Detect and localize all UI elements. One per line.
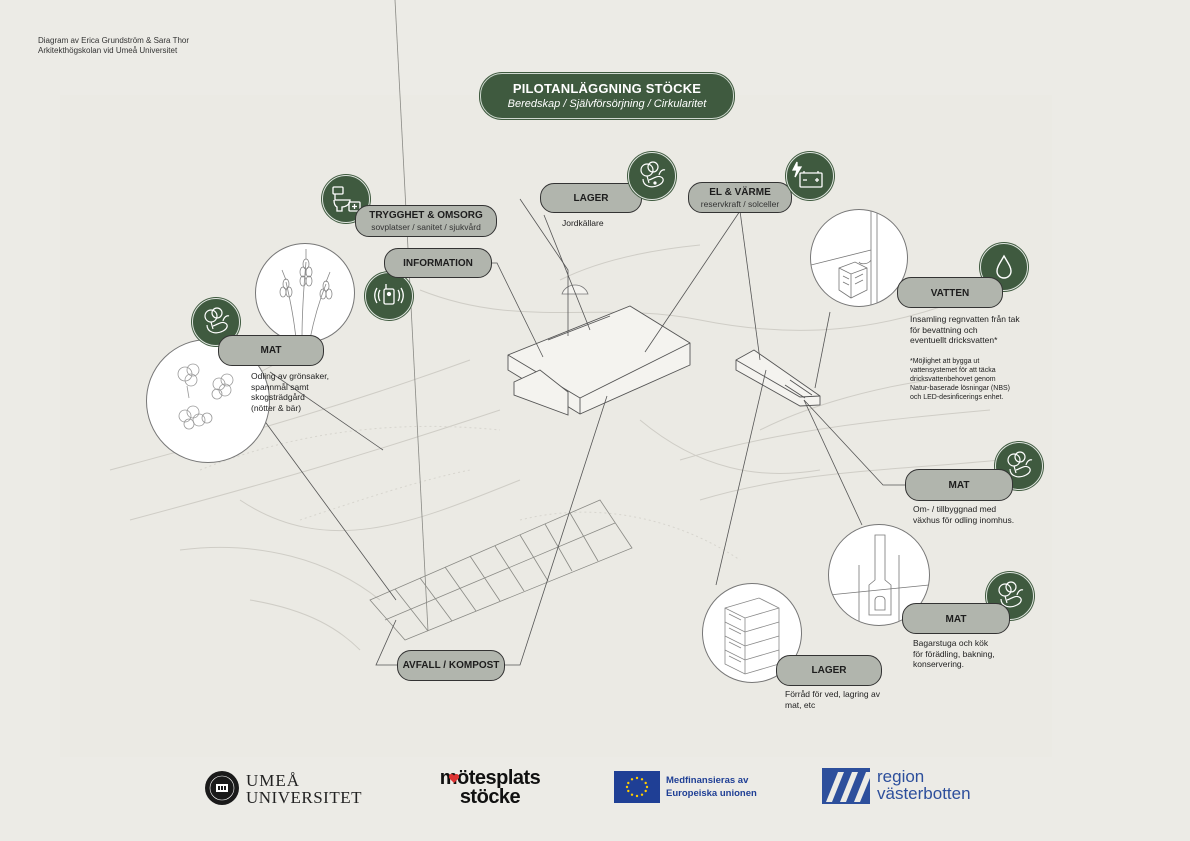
mat-right2-note-line: Bagarstuga och kök — [913, 638, 989, 648]
el-title: EL & VÄRME — [709, 187, 771, 198]
label-el-varme: EL & VÄRME reservkraft / solceller — [688, 182, 792, 213]
label-lager-top: LAGER — [540, 183, 642, 213]
lager-bottom-note-line: mat, etc — [785, 699, 816, 710]
mat-right1-note: Om- / tillbyggnad med växhus för odling … — [913, 504, 1014, 525]
diagram-title: PILOTANLÄGGNING STÖCKE Beredskap / Själv… — [480, 73, 734, 119]
vatten-title: VATTEN — [930, 288, 970, 299]
vatten-footnote-line: *Möjlighet att bygga ut — [910, 358, 980, 365]
label-information: INFORMATION — [384, 248, 492, 278]
vatten-footnote-line: vattensystemet för att täcka — [910, 367, 996, 374]
vatten-footnote: *Möjlighet att bygga ut vattensystemet f… — [910, 357, 1010, 402]
lager-bottom-note-line: Förråd för ved, lagring av — [785, 689, 880, 699]
mat-right1-note-line: Om- / tillbyggnad med — [913, 504, 997, 514]
umea-universitet-logo: UMEÅ UNIVERSITET — [204, 770, 374, 807]
mat-left-title: MAT — [260, 345, 282, 356]
umea-line1: UMEÅ — [246, 771, 301, 790]
region-line2: västerbotten — [877, 784, 971, 803]
mat-left-note-line: Odling av grönsaker, — [251, 371, 329, 381]
credit-line-2: Arkitekthögskolan vid Umeå Universitet — [38, 46, 178, 55]
rain-collector-illustration — [810, 209, 908, 307]
eu-line1: Medfinansieras av — [666, 775, 749, 786]
label-mat-right-2: MAT — [902, 603, 1010, 634]
mat-right2-note-line: konservering. — [913, 659, 965, 669]
motesplats-stocke-logo: mötesplats stöcke — [430, 768, 550, 808]
mat-right2-title: MAT — [945, 614, 967, 625]
label-vatten: VATTEN — [897, 277, 1003, 308]
vatten-note-line: för bevattning och — [910, 324, 978, 335]
heart-icon — [449, 774, 459, 783]
vegetables-icon — [628, 152, 676, 200]
mat-left-note-line: skogsträdgård — [251, 392, 305, 402]
mat-right1-title: MAT — [948, 480, 970, 491]
title-subtitle: Beredskap / Självförsörjning / Cirkulari… — [507, 98, 707, 110]
motesplats-line1: mötesplats — [439, 767, 541, 789]
vegetables-icon — [192, 298, 240, 346]
diagram-credit: Diagram av Erica Grundström & Sara Thor … — [38, 36, 189, 56]
avfall-title: AVFALL / KOMPOST — [402, 660, 500, 671]
vatten-note-line: eventuellt dricksvatten* — [910, 335, 998, 345]
vegetables-icon — [986, 572, 1034, 620]
label-lager-bottom: LAGER — [776, 655, 882, 686]
lager-bottom-title: LAGER — [811, 665, 847, 676]
lager-top-title: LAGER — [573, 193, 609, 204]
vatten-note-line: Insamling regnvatten från tak — [910, 314, 1020, 324]
eu-cofunding-logo: Medfinansieras av Europeiska unionen — [614, 771, 784, 803]
grain-illustration — [255, 243, 355, 343]
region-line1: region — [877, 767, 925, 786]
label-mat-left: MAT — [218, 335, 324, 366]
el-sub: reservkraft / solceller — [700, 199, 780, 209]
mat-right2-note-line: för förädling, bakning, — [913, 648, 995, 659]
motesplats-line2: stöcke — [459, 786, 521, 808]
information-title: INFORMATION — [403, 258, 473, 269]
region-vasterbotten-logo: region västerbotten — [822, 768, 992, 806]
umea-line2: UNIVERSITET — [246, 788, 362, 807]
bolt-battery-icon — [786, 152, 834, 200]
eu-flag-icon — [614, 771, 660, 803]
label-mat-right-1: MAT — [905, 469, 1013, 501]
mat-left-note-line: spannmål samt — [251, 381, 309, 392]
lager-bottom-note: Förråd för ved, lagring av mat, etc — [785, 689, 880, 710]
mat-left-note-line: (nötter & bär) — [251, 402, 302, 413]
vatten-note: Insamling regnvatten från tak för bevatt… — [910, 314, 1020, 346]
vatten-footnote-line: dricksvattenbehovet genom — [910, 376, 996, 383]
trygghet-sub: sovplatser / sanitet / sjukvård — [371, 222, 481, 232]
credit-line-1: Diagram av Erica Grundström & Sara Thor — [38, 36, 190, 45]
eu-line2: Europeiska unionen — [666, 788, 757, 799]
radio-icon — [365, 272, 413, 320]
mat-right2-note: Bagarstuga och kök för förädling, baknin… — [913, 638, 995, 670]
mat-right1-note-line: växhus för odling inomhus. — [913, 514, 1015, 525]
label-trygghet-omsorg: TRYGGHET & OMSORG sovplatser / sanitet /… — [355, 205, 497, 237]
umea-seal-icon — [205, 771, 239, 805]
trygghet-title: TRYGGHET & OMSORG — [369, 210, 483, 221]
vatten-footnote-line: Natur-baserade lösningar (NBS) — [910, 385, 1010, 392]
lager-top-note: Jordkällare — [562, 218, 604, 228]
mat-left-note: Odling av grönsaker, spannmål samt skogs… — [251, 371, 329, 413]
title-main: PILOTANLÄGGNING STÖCKE — [512, 81, 702, 96]
region-mark-icon — [822, 768, 870, 804]
vatten-footnote-line: och LED-desinficerings enhet. — [910, 394, 1004, 401]
label-avfall-kompost: AVFALL / KOMPOST — [397, 650, 505, 681]
